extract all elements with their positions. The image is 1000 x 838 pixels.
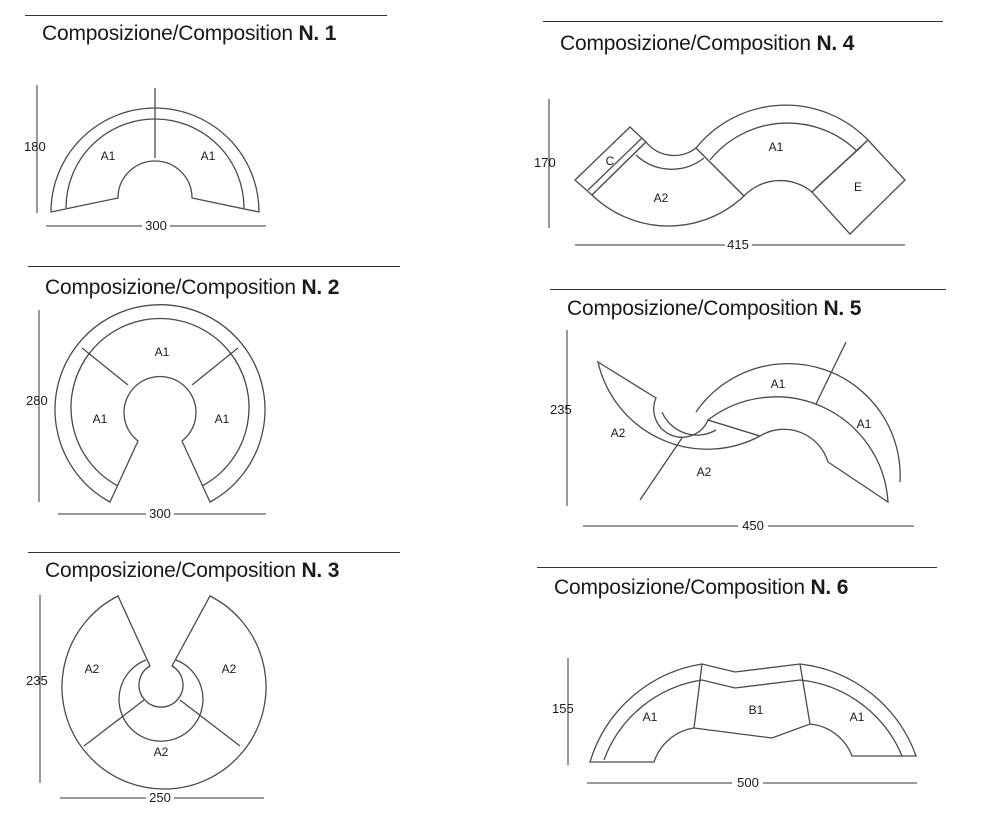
module-label: A1 — [850, 710, 865, 724]
width-dimension: 300 — [145, 218, 167, 233]
module-label: A1 — [769, 140, 784, 154]
divider-rule — [543, 21, 943, 22]
module-divider — [799, 663, 811, 725]
module-label: A1 — [201, 149, 216, 163]
composition-title: Composizione/Composition N. 1 — [42, 22, 337, 45]
seat-back-line — [603, 679, 903, 761]
module-label: A1 — [101, 149, 116, 163]
height-dimension: 280 — [26, 393, 48, 408]
plan-drawing: A1 A1 180 300 — [24, 85, 266, 233]
sofa-outline — [50, 107, 260, 213]
module-label: A1 — [155, 345, 170, 359]
seat-back-line — [635, 154, 705, 170]
seat-back-line — [70, 317, 250, 487]
module-label: A2 — [222, 662, 237, 676]
module-label: A2 — [611, 426, 626, 440]
seat-back-line — [709, 122, 859, 161]
module-divider — [191, 347, 239, 386]
module-label: A1 — [771, 377, 786, 391]
seat-back-line — [695, 362, 901, 483]
sofa-outline — [695, 104, 869, 197]
sofa-outline — [706, 396, 889, 504]
module-label: A2 — [154, 745, 169, 759]
module-label: A1 — [857, 417, 872, 431]
module-divider — [693, 663, 703, 729]
composition-title: Composizione/Composition N. 2 — [45, 276, 340, 299]
plan-drawing: A2 A2 A1 A1 235 450 — [550, 330, 914, 533]
module-label: A2 — [85, 662, 100, 676]
sofa-outline — [54, 304, 266, 503]
module-label: E — [854, 180, 862, 194]
seat-back-line — [118, 659, 204, 742]
plan-drawing: A1 A1 A1 280 300 — [26, 304, 266, 521]
module-divider — [83, 699, 145, 747]
divider-rule — [28, 552, 400, 553]
sofa-outline — [591, 141, 745, 227]
divider-rule — [550, 289, 946, 290]
divider-rule — [28, 266, 400, 267]
module-divider — [815, 341, 847, 405]
plan-drawing: C A2 A1 E 170 415 — [534, 99, 906, 252]
seat-back-line — [587, 137, 643, 191]
height-dimension: 235 — [26, 673, 48, 688]
module-divider — [81, 347, 129, 386]
composition-title: Composizione/Composition N. 3 — [45, 559, 340, 582]
module-divider — [639, 437, 683, 501]
composition-title: Composizione/Composition N. 5 — [567, 297, 862, 320]
width-dimension: 300 — [149, 506, 171, 521]
width-dimension: 450 — [742, 518, 764, 533]
module-label: B1 — [749, 703, 764, 717]
width-dimension: 250 — [149, 790, 171, 805]
height-dimension: 155 — [552, 701, 574, 716]
height-dimension: 235 — [550, 402, 572, 417]
plan-drawing: A2 A2 A2 235 250 — [26, 595, 267, 805]
module-label: A2 — [697, 465, 712, 479]
sofa-outline — [61, 595, 267, 790]
seat-back-line — [661, 411, 717, 436]
width-dimension: 500 — [737, 775, 759, 790]
module-label: A1 — [215, 412, 230, 426]
composition-title: Composizione/Composition N. 4 — [560, 32, 855, 55]
module-label: A2 — [654, 191, 669, 205]
divider-rule — [25, 15, 387, 16]
divider-rule — [537, 567, 937, 568]
seat-back-line — [815, 145, 863, 189]
height-dimension: 180 — [24, 139, 46, 154]
module-divider — [179, 699, 241, 747]
width-dimension: 415 — [727, 237, 749, 252]
module-label: C — [606, 154, 615, 168]
module-label: A1 — [643, 710, 658, 724]
height-dimension: 170 — [534, 155, 556, 170]
composition-title: Composizione/Composition N. 6 — [554, 576, 849, 599]
module-label: A1 — [93, 412, 108, 426]
